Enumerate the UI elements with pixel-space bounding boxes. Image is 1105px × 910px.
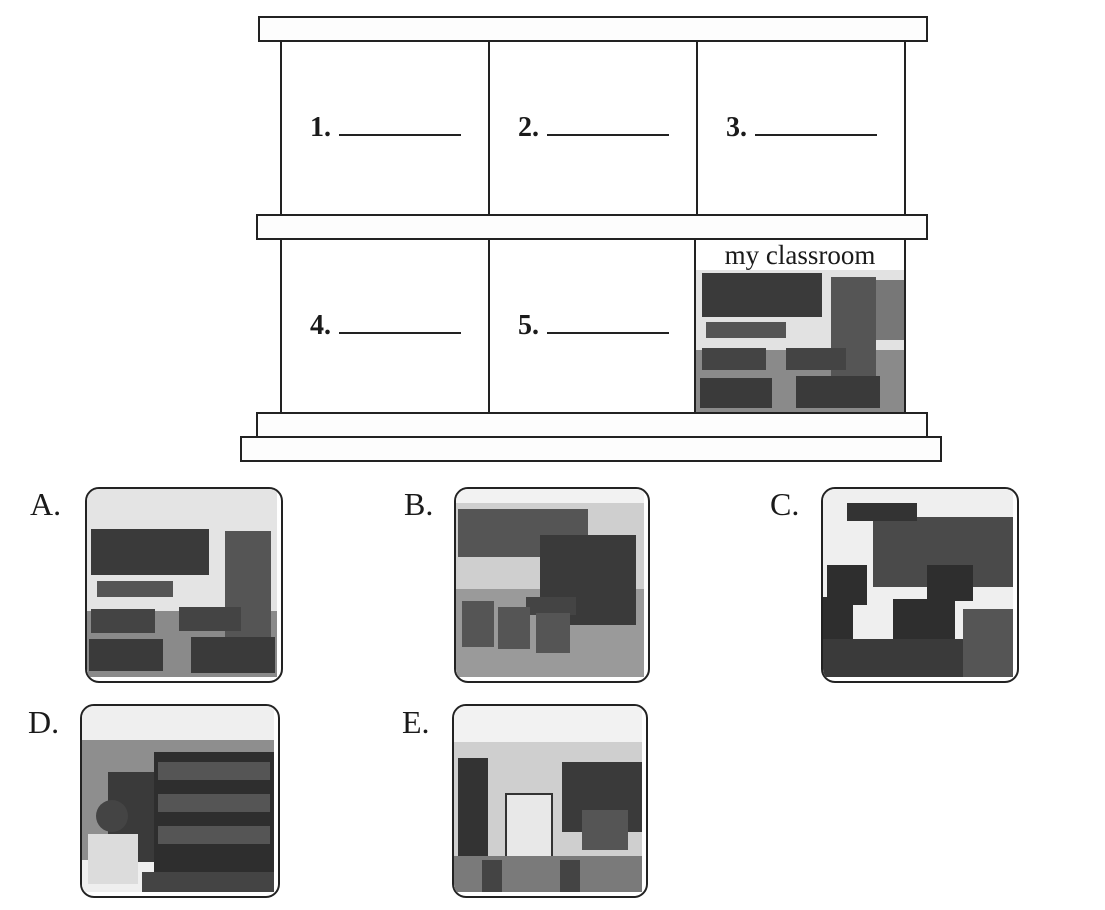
middle-floor-slab: [256, 214, 928, 240]
room-2: 2.: [488, 40, 698, 216]
room-5: 5.: [488, 238, 698, 414]
room-4-label: 4.: [310, 310, 461, 342]
classroom-picture: [87, 489, 277, 677]
option-b-letter: B.: [404, 486, 433, 523]
room-1-label: 1.: [310, 112, 461, 144]
option-c-picture[interactable]: [821, 487, 1019, 683]
answer-blank-2[interactable]: [547, 112, 669, 136]
room-my-classroom: my classroom: [694, 238, 906, 414]
option-d-picture[interactable]: [80, 704, 280, 898]
roof-slab: [258, 16, 928, 42]
option-a-picture[interactable]: [85, 487, 283, 683]
foundation-slab: [240, 436, 942, 462]
option-d-letter: D.: [28, 704, 59, 741]
answer-blank-5[interactable]: [547, 310, 669, 334]
art-room-picture: [454, 706, 642, 892]
room-5-label: 5.: [518, 310, 669, 342]
computer-room-picture: [823, 489, 1013, 677]
library-picture: [82, 706, 274, 892]
answer-blank-3[interactable]: [755, 112, 877, 136]
room-2-label: 2.: [518, 112, 669, 144]
ground-floor-slab: [256, 412, 928, 438]
room-3-label: 3.: [726, 112, 877, 144]
room-3: 3.: [696, 40, 906, 216]
answer-blank-4[interactable]: [339, 310, 461, 334]
option-e-letter: E.: [402, 704, 430, 741]
answer-blank-1[interactable]: [339, 112, 461, 136]
my-classroom-caption: my classroom: [696, 240, 904, 270]
option-a-letter: A.: [30, 486, 61, 523]
room-4: 4.: [280, 238, 490, 414]
option-c-letter: C.: [770, 486, 799, 523]
option-e-picture[interactable]: [452, 704, 648, 898]
room-1: 1.: [280, 40, 490, 216]
option-b-picture[interactable]: [454, 487, 650, 683]
music-room-picture: [456, 489, 644, 677]
